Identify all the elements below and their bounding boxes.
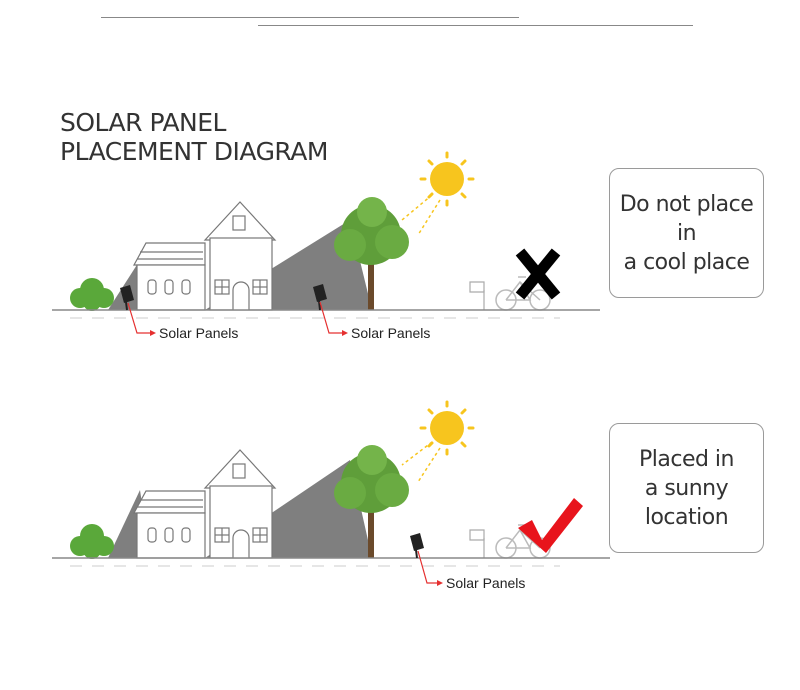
tree-icon [334,445,409,558]
scene-sunny-placement: Solar Panels [0,390,800,690]
note-line: in [676,220,697,246]
panel-pointer-arrow [319,301,348,336]
sun-ray [417,447,441,483]
scene-shaded-illustration [52,151,600,336]
tree-icon [334,197,409,310]
solar-panels-label: Solar Panels [446,575,526,591]
title-line-1: SOLAR PANEL [60,108,226,137]
diagram-title: SOLAR PANEL PLACEMENT DIAGRAM [60,108,328,166]
bush-icon [70,278,114,311]
sun-ray [401,194,433,221]
decorative-line-bottom [258,25,693,26]
note-box-sunny: Placed in a sunny location [609,423,764,553]
sun-icon [419,151,475,207]
sun-ray [417,199,441,236]
decorative-line-top [101,17,519,18]
sun-icon [419,400,475,456]
solar-panel-icon [410,533,424,559]
scene-shaded-placement: Solar Panels Solar Panels [0,140,800,440]
mailbox-icon [469,281,485,310]
note-line: location [644,504,729,530]
panel-pointer-arrow [127,302,156,336]
note-line: a cool place [623,249,750,275]
bush-icon [70,524,114,559]
solar-panels-label: Solar Panels [159,325,239,341]
check-mark-icon [518,498,583,553]
solar-panel-icon [120,285,134,311]
note-line: Do not place [619,191,754,217]
solar-panels-label: Solar Panels [351,325,431,341]
note-line: a sunny [644,475,729,501]
house-icon [132,449,277,559]
note-line: Placed in [638,446,735,472]
note-box-shaded: Do not place in a cool place [609,168,764,298]
panel-pointer-arrow [417,550,443,586]
mailbox-icon [469,529,485,558]
x-mark-icon [515,248,561,300]
solar-panel-icon [313,284,327,311]
sun-ray [401,441,433,466]
title-line-2: PLACEMENT DIAGRAM [60,137,328,166]
house-icon [132,201,277,311]
scene-sunny-illustration [52,400,610,586]
